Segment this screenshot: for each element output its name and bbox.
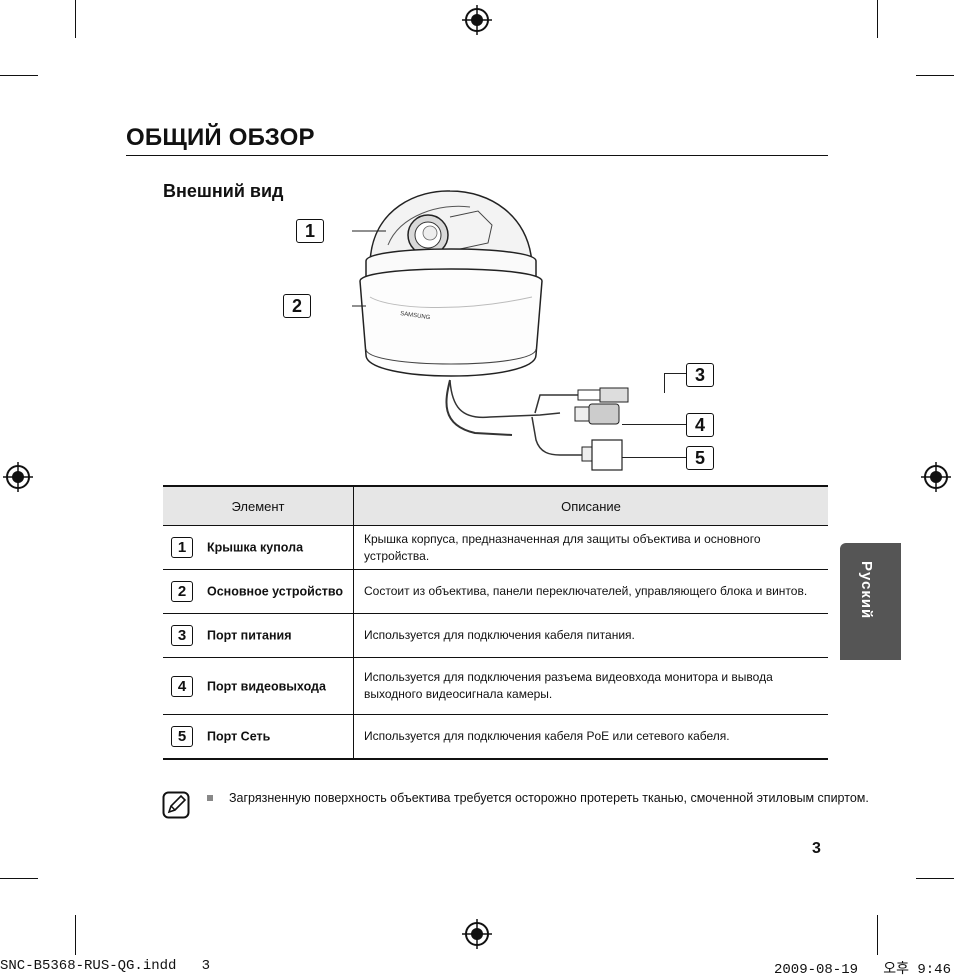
crop-mark <box>877 0 878 38</box>
registration-mark-icon <box>921 462 951 492</box>
parts-table: Элемент Описание 1 Крышка купола Крышка к… <box>163 485 828 760</box>
title-rule <box>126 155 828 156</box>
crop-mark <box>0 878 38 879</box>
table-row: 2 Основное устройство Состоит из объектив… <box>163 569 828 614</box>
page-title: ОБЩИЙ ОБЗОР <box>126 124 315 151</box>
column-header: Элемент <box>163 485 354 526</box>
row-number: 3 <box>171 625 193 646</box>
brand-text: SAMSUNG <box>400 311 431 321</box>
element-description: Состоит из объектива, панели переключате… <box>353 569 828 614</box>
leader-line <box>664 373 665 393</box>
element-name: Порт питания <box>207 628 292 643</box>
leader-line <box>622 457 686 458</box>
row-number: 2 <box>171 581 193 602</box>
crop-mark <box>916 75 954 76</box>
row-number: 4 <box>171 675 193 697</box>
callout-2: 2 <box>283 294 311 318</box>
registration-mark-icon <box>462 5 492 35</box>
crop-mark <box>75 915 76 955</box>
element-name: Порт видеовыхода <box>207 679 326 693</box>
section-subtitle: Внешний вид <box>163 181 284 201</box>
element-name: Крышка купола <box>207 540 304 555</box>
crop-mark <box>0 75 38 76</box>
table-row: 1 Крышка купола Крышка корпуса, предназна… <box>163 525 828 570</box>
callout-4: 4 <box>686 413 714 437</box>
callout-5: 5 <box>686 446 714 470</box>
footer-file-info: SNC-B5368-RUS-QG.indd 3 <box>0 958 211 974</box>
footer-timestamp: 2009-08-19 오후 9:46: <box>774 962 954 978</box>
page-number: 3 <box>812 840 821 857</box>
registration-mark-icon <box>462 919 492 949</box>
note-pencil-icon <box>162 791 190 819</box>
leader-line <box>664 373 686 374</box>
crop-mark <box>877 915 878 955</box>
table-row: 5 Порт Сеть Используется для подключения … <box>163 714 828 760</box>
bullet-marker <box>207 795 213 801</box>
element-description: Используется для подключения разъема вид… <box>353 657 828 715</box>
row-number: 5 <box>171 725 193 747</box>
element-description: Используется для подключения кабеля пита… <box>353 613 828 658</box>
table-row: 3 Порт питания Используется для подключен… <box>163 613 828 658</box>
camera-illustration: SAMSUNG <box>352 190 629 471</box>
crop-mark <box>916 878 954 879</box>
note-text: Загрязненную поверхность объектива требу… <box>229 791 869 805</box>
column-header: Описание <box>353 485 828 526</box>
language-tab-label: Руский <box>858 561 875 620</box>
callout-1: 1 <box>296 219 324 243</box>
element-description: Крышка корпуса, предназначенная для защи… <box>353 525 828 570</box>
registration-mark-icon <box>3 462 33 492</box>
crop-mark <box>75 0 76 38</box>
callout-3: 3 <box>686 363 714 387</box>
language-tab: Руский <box>840 543 901 660</box>
leader-line <box>622 424 686 425</box>
element-name: Порт Сеть <box>207 729 271 744</box>
row-number: 1 <box>171 537 193 558</box>
table-row: 4 Порт видеовыхода Используется для подкл… <box>163 657 828 715</box>
element-description: Используется для подключения кабеля PoE … <box>353 714 828 760</box>
element-name: Основное устройство <box>207 584 344 599</box>
